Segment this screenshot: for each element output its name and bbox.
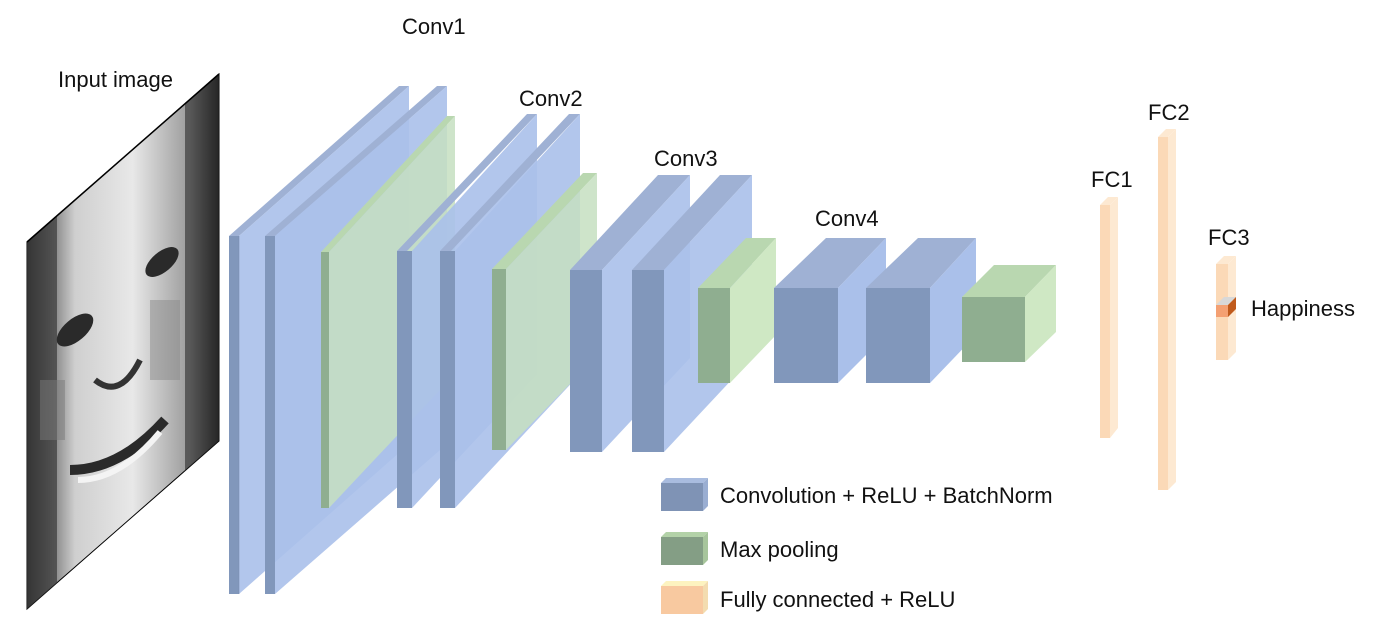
conv3-pool-cube bbox=[698, 238, 776, 383]
conv1-block bbox=[229, 86, 455, 594]
conv2-block bbox=[397, 114, 597, 508]
happiness-output-unit bbox=[1216, 297, 1236, 317]
conv3-label: Conv3 bbox=[654, 146, 718, 171]
legend-label-convolution: Convolution + ReLU + BatchNorm bbox=[720, 483, 1053, 508]
legend-label-max-pooling: Max pooling bbox=[720, 537, 839, 562]
conv2-label: Conv2 bbox=[519, 86, 583, 111]
conv1-pool-slab bbox=[321, 116, 455, 508]
fc3-layer bbox=[1216, 256, 1236, 360]
legend-item-convolution: Convolution + ReLU + BatchNorm bbox=[661, 478, 1053, 511]
fc2-label: FC2 bbox=[1148, 100, 1190, 125]
legend: Convolution + ReLU + BatchNorm Max pooli… bbox=[661, 478, 1053, 614]
conv1-label: Conv1 bbox=[402, 14, 466, 39]
fc2-layer bbox=[1158, 129, 1176, 490]
fc1-layer bbox=[1100, 197, 1118, 438]
conv4-block bbox=[774, 238, 1056, 383]
fc1-label: FC1 bbox=[1091, 167, 1133, 192]
conv4-pool-cube bbox=[962, 265, 1056, 362]
legend-item-fully-connected: Fully connected + ReLU bbox=[661, 581, 955, 614]
legend-label-fully-connected: Fully connected + ReLU bbox=[720, 587, 955, 612]
legend-item-max-pooling: Max pooling bbox=[661, 532, 839, 565]
conv3-block bbox=[570, 175, 776, 452]
conv4-label: Conv4 bbox=[815, 206, 879, 231]
happiness-output-label: Happiness bbox=[1251, 296, 1355, 321]
fc3-label: FC3 bbox=[1208, 225, 1250, 250]
input-image bbox=[26, 72, 220, 611]
conv2-pool-slab bbox=[492, 173, 597, 450]
input-image-label: Input image bbox=[58, 67, 173, 92]
